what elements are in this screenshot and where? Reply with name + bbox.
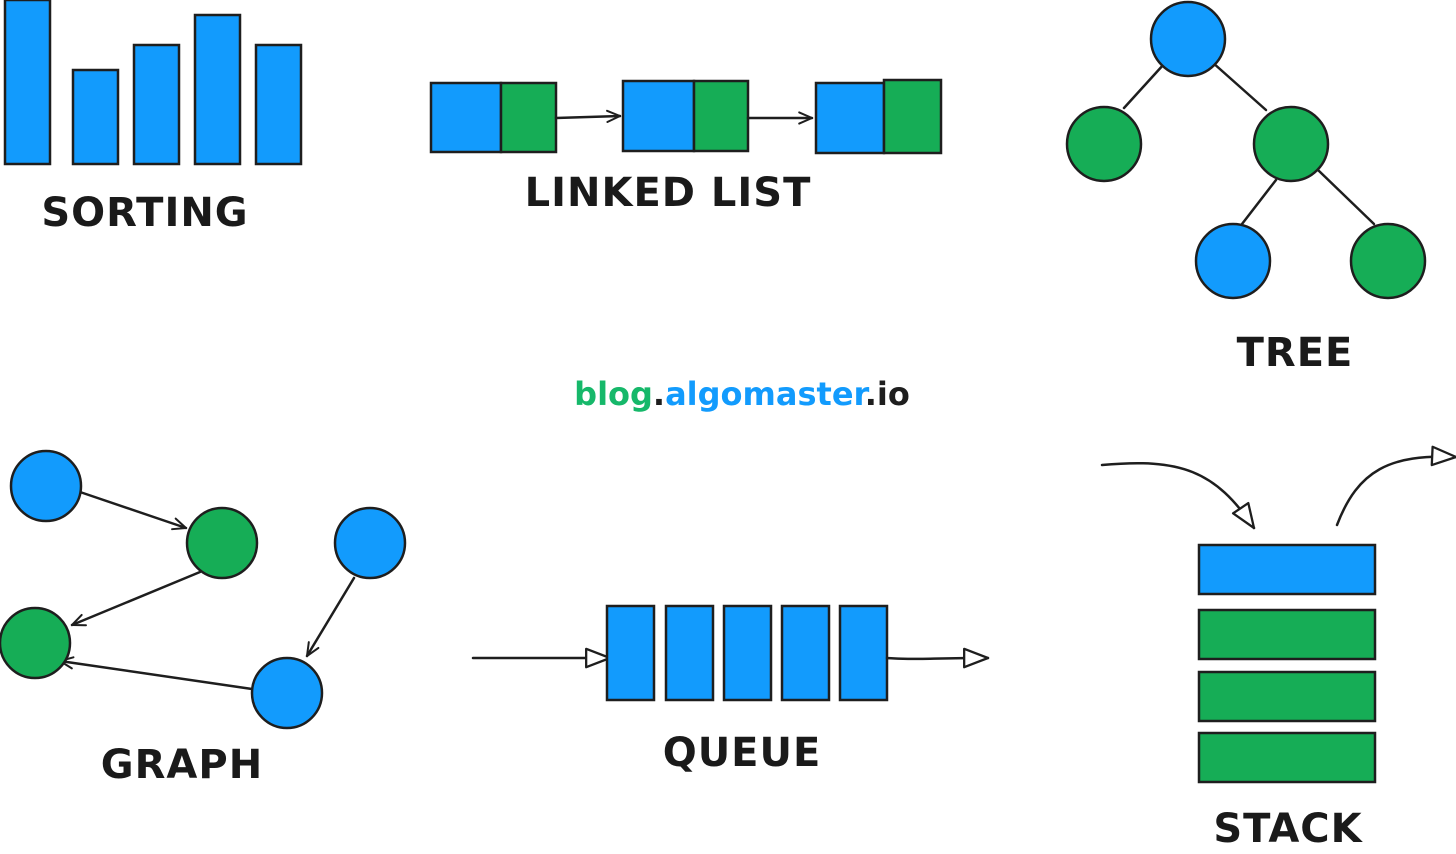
stack-item: [1197, 731, 1377, 784]
tree-node: [1065, 105, 1143, 183]
graph-edge: [70, 570, 202, 627]
graph-edge: [305, 576, 356, 658]
stack-item: [1197, 608, 1377, 661]
tree-node: [1252, 105, 1330, 183]
graph-node: [0, 606, 72, 680]
watermark-algomaster: algomaster: [665, 375, 869, 413]
push-arrow: [1100, 461, 1256, 530]
queue-cell: [722, 604, 773, 702]
linked-list-diagram: LINKED LIST: [429, 78, 943, 216]
sorting-bar: [71, 68, 120, 166]
graph-label: GRAPH: [101, 742, 263, 788]
node-data-cell: [429, 81, 503, 154]
linked-list-label: LINKED LIST: [525, 170, 812, 216]
tree-node: [1349, 222, 1427, 300]
watermark-io: io: [877, 375, 910, 413]
node-data-cell: [814, 81, 886, 155]
watermark-dot: .: [865, 375, 877, 413]
node-data-cell: [621, 79, 696, 153]
watermark-blog: blog: [574, 375, 653, 413]
queue-cell: [838, 604, 889, 702]
sorting-bar: [193, 13, 242, 166]
queue-cell: [780, 604, 831, 702]
stack-label: STACK: [1213, 806, 1363, 852]
sorting-bar: [132, 43, 181, 166]
graph-node: [9, 449, 83, 523]
next-arrow: [554, 109, 622, 123]
queue-cell: [664, 604, 715, 702]
graph-edge: [58, 656, 254, 691]
tree-diagram: TREE: [1065, 0, 1427, 376]
tree-node: [1194, 222, 1272, 300]
pop-arrow: [1335, 445, 1456, 527]
graph-node: [333, 506, 407, 580]
queue-label: QUEUE: [663, 730, 822, 776]
sorting-bar: [3, 0, 52, 166]
queue-diagram: QUEUE: [471, 604, 990, 776]
graph-edge: [78, 490, 188, 531]
node-pointer-cell: [499, 81, 558, 154]
graph-node: [185, 506, 259, 580]
node-pointer-cell: [882, 78, 943, 155]
node-pointer-cell: [692, 79, 750, 153]
tree-node: [1149, 0, 1227, 78]
tree-label: TREE: [1237, 330, 1354, 376]
sorting-label: SORTING: [41, 190, 248, 236]
sorting-diagram: SORTING: [3, 0, 303, 236]
watermark-dot: .: [653, 375, 665, 413]
graph-diagram: GRAPH: [0, 449, 407, 788]
dequeue-arrow: [885, 647, 990, 669]
queue-cell: [605, 604, 656, 702]
watermark: blog.algomaster.io: [574, 375, 910, 413]
stack-diagram: STACK: [1100, 445, 1456, 852]
stack-item: [1197, 670, 1377, 723]
stack-item: [1197, 543, 1377, 596]
graph-node: [250, 656, 324, 730]
sorting-bar: [254, 43, 303, 166]
